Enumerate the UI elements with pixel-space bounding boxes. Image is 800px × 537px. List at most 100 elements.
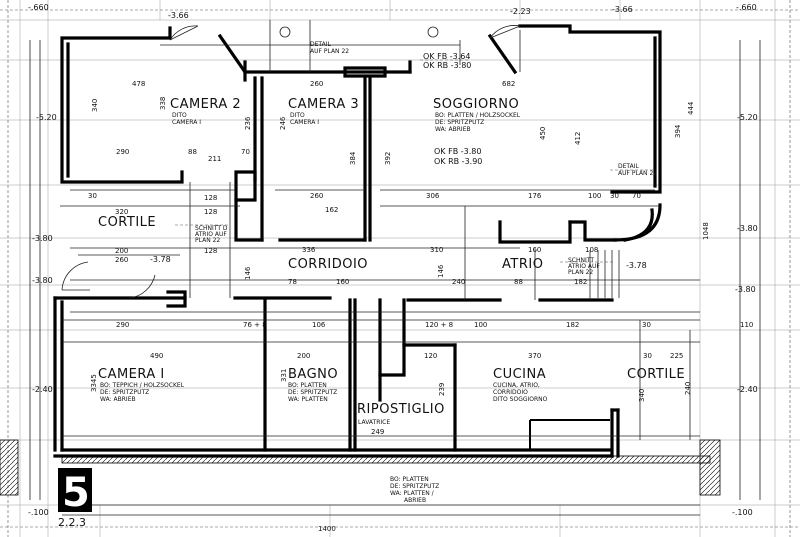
level-atrio: -3.78	[626, 261, 647, 270]
level-markers: OK FB -3.64 OK RB -3.80 OK FB -3.80 OK R…	[28, 3, 758, 517]
dim-120b: 120 + 8	[425, 321, 453, 329]
dim-108: 108	[585, 246, 598, 254]
dim-249: 249	[371, 428, 384, 436]
note-bagno-1: BO: PLATTEN	[288, 382, 327, 389]
room-cucina: CUCINA	[493, 367, 546, 382]
dim-160: 160	[528, 246, 541, 254]
dim-450: 450	[539, 127, 547, 140]
note-schnitt-right-1: SCHNITT	[568, 257, 594, 264]
room-soggiorno: SOGGIORNO	[433, 97, 519, 112]
dim-146a: 146	[244, 266, 252, 280]
dim-240b: 240	[684, 382, 692, 395]
note-camera3-1: DITO	[290, 112, 305, 119]
note-camera1-1: BO: TEPPICH / HOLZSOCKEL	[100, 382, 185, 389]
dim-182b: 182	[566, 321, 579, 329]
dim-211: 211	[208, 155, 221, 163]
dim-146b: 146	[437, 264, 445, 278]
dim-340b: 340	[638, 389, 646, 402]
note-camera1-3: WA: ABRIEB	[100, 396, 136, 403]
dim-30b: 30	[610, 192, 619, 200]
note-camera2-2: CAMERA I	[172, 119, 201, 126]
note-bottom-4: ABRIEB	[404, 497, 426, 504]
room-labels: CAMERA 2 CAMERA 3 SOGGIORNO CORTILE CORR…	[98, 97, 685, 417]
dim-336: 336	[302, 246, 316, 254]
dim-200: 200	[115, 247, 128, 255]
level-cortile: -3.78	[150, 255, 171, 264]
note-bagno-2: DE: SPRITZPUTZ	[288, 389, 337, 396]
dim-128a: 128	[204, 194, 217, 202]
dim-320: 320	[115, 208, 128, 216]
dimensions: 478 290 260 682 30 320 200 260 128 128 1…	[88, 80, 753, 533]
note-soggiorno-1: BO: PLATTEN / HOLZSOCKEL	[435, 112, 521, 119]
dim-70a: 70	[241, 148, 250, 156]
dim-200b: 200	[297, 352, 310, 360]
thin-lines	[29, 20, 761, 516]
level-left4: -2.40	[32, 385, 53, 394]
room-camera2: CAMERA 2	[170, 97, 241, 112]
dim-88b: 88	[514, 278, 523, 286]
room-cortile-bottom: CORTILE	[627, 367, 685, 382]
dim-392: 392	[384, 152, 392, 165]
level-okfb-mid: OK FB -3.80	[434, 147, 481, 156]
dim-290b: 290	[116, 321, 129, 329]
room-camera3: CAMERA 3	[288, 97, 359, 112]
level-tl: -3.66	[168, 11, 189, 20]
dim-225: 225	[670, 352, 683, 360]
retaining-wall-right	[699, 439, 721, 496]
note-soggiorno-2: DE: SPRITZPUTZ	[435, 119, 484, 126]
dim-331: 331	[280, 369, 288, 382]
dim-478: 478	[132, 80, 145, 88]
level-far-tr: -.660	[736, 3, 757, 12]
dim-444: 444	[687, 101, 695, 115]
room-ripostiglio: RIPOSTIGLIO	[357, 402, 445, 417]
dim-120: 120	[424, 352, 437, 360]
note-detail-right-1: DETAIL	[618, 163, 639, 170]
plate-mark: 5 2.2.3	[58, 468, 92, 529]
dim-412: 412	[574, 132, 582, 145]
note-cucina-2: CORRIDOIO	[493, 389, 528, 396]
level-left1: -5.20	[36, 113, 57, 122]
plate-code: 2.2.3	[58, 516, 86, 529]
note-bottom-1: BO: PLATTEN	[390, 476, 429, 483]
dim-236: 236	[244, 116, 252, 130]
dim-310: 310	[430, 246, 443, 254]
level-right4: -2.40	[737, 385, 758, 394]
note-schnitt-left-2: ATRIO AUF	[195, 231, 227, 238]
level-tr2: -2.23	[510, 7, 531, 16]
dim-128c: 128	[204, 247, 217, 255]
foundation-strip	[61, 455, 711, 464]
dim-1048: 1048	[702, 222, 710, 240]
level-far-tl: -.660	[28, 3, 49, 12]
note-cucina-3: DITO SOGGIORNO	[493, 396, 548, 403]
dim-70b: 70	[632, 192, 641, 200]
dim-338: 338	[159, 97, 167, 110]
dim-3345: 3345	[90, 374, 98, 392]
dim-100a: 100	[588, 192, 601, 200]
dim-106: 106	[312, 321, 326, 329]
level-okrb-top: OK RB -3.80	[423, 61, 471, 70]
room-cortile-top: CORTILE	[98, 215, 156, 230]
level-left3: -3.80	[32, 276, 53, 285]
level-okfb-top: OK FB -3.64	[423, 52, 470, 61]
dim-340: 340	[91, 99, 99, 112]
note-camera1-2: DE: SPRITZPUTZ	[100, 389, 149, 396]
note-detail-right-2: AUF PLAN 22	[618, 170, 657, 177]
dim-30c: 30	[643, 352, 652, 360]
note-bagno-3: WA: PLATTEN	[288, 396, 328, 403]
level-okrb-mid: OK RB -3.90	[434, 157, 482, 166]
dim-78a: 78	[288, 278, 297, 286]
dim-260c: 260	[310, 192, 323, 200]
dim-240a: 240	[452, 278, 465, 286]
note-bottom-3: WA: PLATTEN /	[390, 490, 435, 497]
dim-306: 306	[426, 192, 440, 200]
dim-370: 370	[528, 352, 541, 360]
room-notes: DITO CAMERA I DITO CAMERA I BO: PLATTEN …	[100, 41, 657, 504]
note-detail-top-1: DETAIL	[310, 41, 331, 48]
note-camera2-1: DITO	[172, 112, 187, 119]
dim-76: 76 + 8	[243, 321, 267, 329]
retaining-wall-left	[0, 439, 19, 496]
dim-100b: 100	[474, 321, 487, 329]
dim-290a: 290	[116, 148, 129, 156]
